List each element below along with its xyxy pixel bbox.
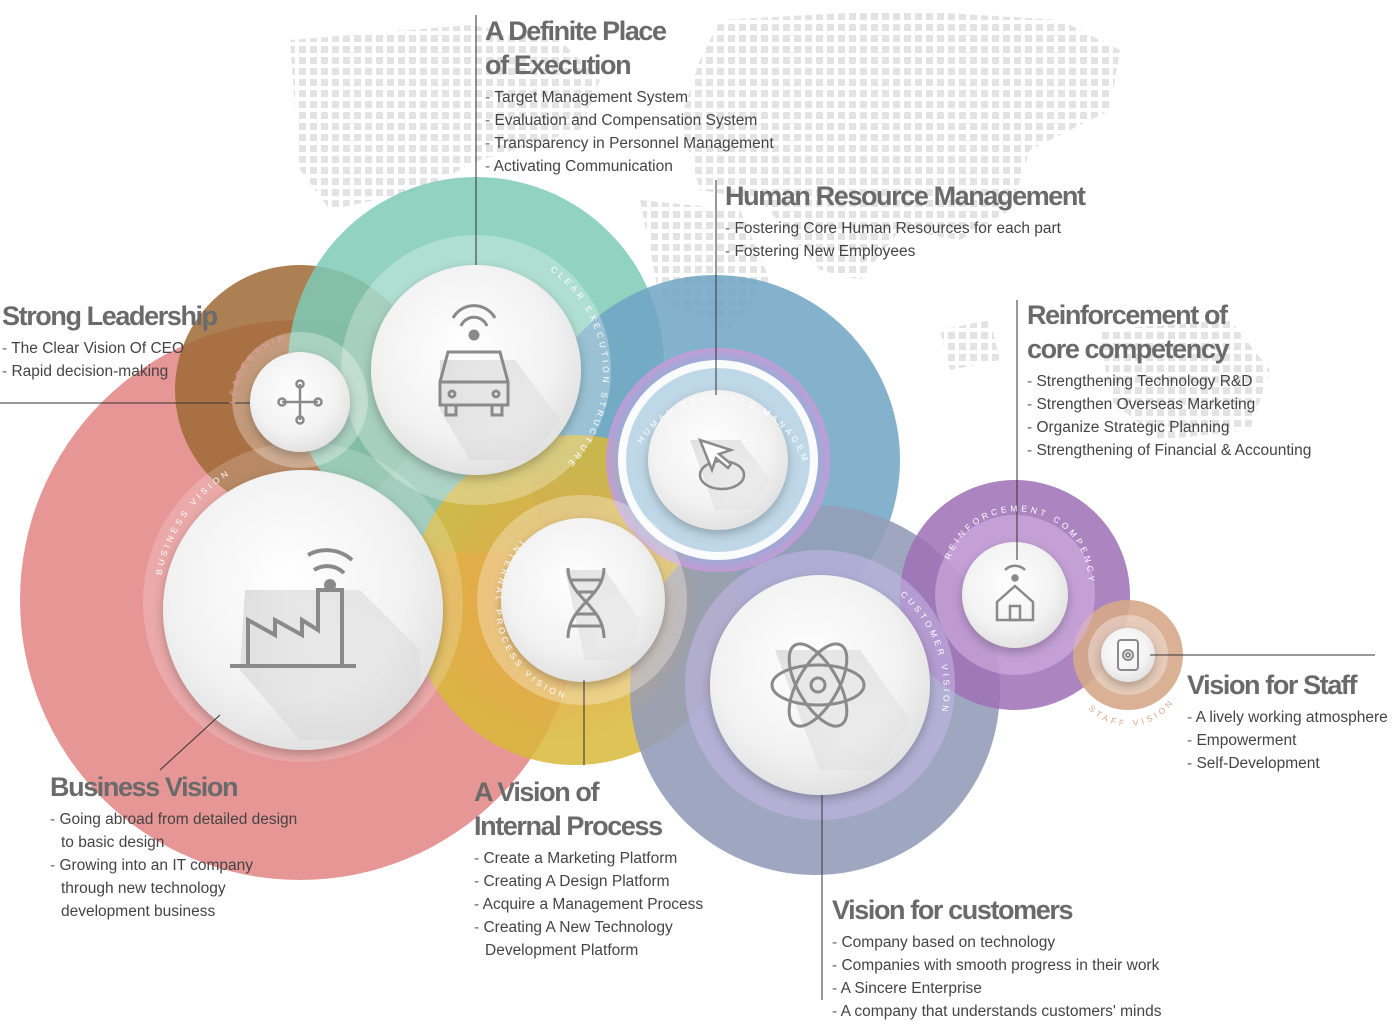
section-items-leadership: The Clear Vision Of CEO Rapid decision-m… (2, 337, 242, 383)
list-item: A Sincere Enterprise (832, 977, 1212, 1000)
network-icon (277, 379, 323, 425)
list-item: Acquire a Management Process (474, 893, 754, 916)
list-item: A lively working atmosphere (1187, 706, 1397, 729)
list-item: Organize Strategic Planning (1027, 416, 1367, 439)
fingerprint-phone-icon (1117, 639, 1139, 671)
section-title-customer: Vision for customers (832, 895, 1073, 925)
list-item: Creating A Design Platform (474, 870, 754, 893)
list-item: The Clear Vision Of CEO (2, 337, 242, 360)
list-item: Growing into an IT company through new t… (50, 854, 350, 923)
dna-icon (566, 567, 606, 639)
list-item: Activating Communication (485, 155, 815, 178)
section-items-hr: Fostering Core Human Resources for each … (725, 217, 1125, 263)
list-item: A company that understands customers' mi… (832, 1000, 1212, 1023)
section-execution: A Definite Place of Execution Target Man… (485, 14, 815, 178)
list-item: Target Management System (485, 86, 815, 109)
section-leadership: Strong Leadership The Clear Vision Of CE… (2, 299, 242, 383)
smart-factory-icon (230, 548, 356, 668)
section-title-leadership: Strong Leadership (2, 301, 218, 331)
smart-home-icon (995, 564, 1035, 622)
section-items-reinforcement: Strengthening Technology R&D Strengthen … (1027, 370, 1367, 462)
atom-icon (770, 642, 866, 728)
list-item: Strengthening Technology R&D (1027, 370, 1367, 393)
list-item: Rapid decision-making (2, 360, 242, 383)
list-item: Strengthening of Financial & Accounting (1027, 439, 1367, 462)
list-item: Going abroad from detailed design to bas… (50, 808, 350, 854)
list-item: Create a Marketing Platform (474, 847, 754, 870)
list-item: Fostering Core Human Resources for each … (725, 217, 1125, 240)
list-item: Fostering New Employees (725, 240, 1125, 263)
section-staff: Vision for Staff A lively working atmosp… (1187, 668, 1397, 775)
list-item: Self-Development (1187, 752, 1397, 775)
section-title-reinforcement: Reinforcement of core competency (1027, 300, 1229, 364)
section-title-staff: Vision for Staff (1187, 670, 1358, 700)
list-item: Evaluation and Compensation System (485, 109, 815, 132)
section-reinforcement: Reinforcement of core competency Strengt… (1027, 298, 1367, 462)
list-item: Company based on technology (832, 931, 1212, 954)
section-customer: Vision for customers Company based on te… (832, 893, 1212, 1023)
connector-lines (0, 15, 1375, 1000)
section-items-execution: Target Management System Evaluation and … (485, 86, 815, 178)
list-item: Empowerment (1187, 729, 1397, 752)
section-title-business: Business Vision (50, 772, 238, 802)
list-item: Transparency in Personnel Management (485, 132, 815, 155)
list-item: Companies with smooth progress in their … (832, 954, 1212, 977)
section-items-business: Going abroad from detailed design to bas… (50, 808, 350, 923)
connected-car-icon (438, 304, 510, 417)
list-item: Creating A New Technology Development Pl… (474, 916, 754, 962)
section-business: Business Vision Going abroad from detail… (50, 770, 350, 923)
section-items-staff: A lively working atmosphere Empowerment … (1187, 706, 1397, 775)
section-title-internal: A Vision of Internal Process (474, 777, 663, 841)
section-items-internal: Create a Marketing Platform Creating A D… (474, 847, 754, 962)
mouse-click-icon (697, 437, 746, 491)
section-hr: Human Resource Management Fostering Core… (725, 179, 1125, 263)
list-item: Strengthen Overseas Marketing (1027, 393, 1367, 416)
section-internal: A Vision of Internal Process Create a Ma… (474, 775, 754, 962)
section-items-customer: Company based on technology Companies wi… (832, 931, 1212, 1023)
section-title-hr: Human Resource Management (725, 181, 1086, 211)
section-title-execution: A Definite Place of Execution (485, 16, 667, 80)
